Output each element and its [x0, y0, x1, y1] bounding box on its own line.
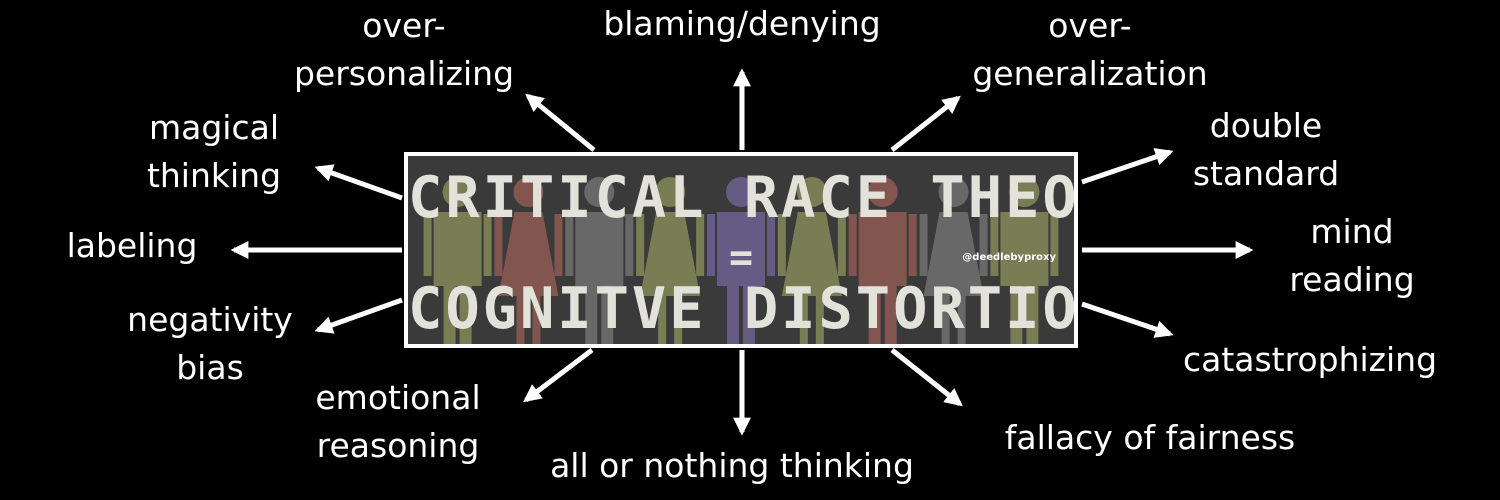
label-line: magical — [148, 108, 280, 147]
label-line: personalizing — [293, 54, 515, 93]
person-figure — [636, 177, 705, 344]
title-bottom-text: COGNITVE DISTORTION — [408, 276, 1078, 342]
author-handle: @deedlebyproxy — [962, 252, 1056, 263]
label-line: reasoning — [316, 426, 480, 465]
label-line: fallacy of fairness — [1004, 418, 1296, 457]
label-catastrophizing: catastrophizing — [1183, 336, 1437, 384]
arrow-over-generalization — [890, 95, 961, 152]
person-figure — [494, 177, 563, 344]
label-line: blaming/denying — [603, 4, 881, 43]
person-figure — [707, 177, 775, 344]
label-line: emotional — [315, 378, 481, 417]
person-figure — [990, 177, 1059, 344]
arrow-magical-thinking — [314, 164, 403, 201]
label-mind-reading: mind reading — [1289, 208, 1414, 304]
arrow-negativity-bias — [314, 297, 403, 334]
arrow-emotional-reasoning — [523, 348, 594, 403]
label-fallacy-of-fairness: fallacy of fairness — [1005, 414, 1295, 462]
label-line: bias — [176, 348, 244, 387]
person-figure — [777, 177, 846, 344]
label-emotional-reasoning: emotional reasoning — [315, 374, 480, 470]
person-figure — [565, 177, 634, 344]
label-line: reading — [1289, 260, 1415, 299]
label-line: standard — [1192, 154, 1340, 193]
label-line: double — [1209, 106, 1323, 145]
label-line: negativity — [127, 300, 293, 339]
title-top-text: CRITICAL RACE THEORY — [408, 165, 1078, 231]
arrow-over-personalizing — [525, 93, 596, 152]
label-line: labeling — [66, 226, 198, 265]
arrow-fallacy-of-fairness — [890, 348, 963, 407]
label-labeling: labeling — [67, 222, 198, 270]
person-figure — [919, 177, 988, 344]
person-figure — [848, 177, 917, 344]
label-negativity-bias: negativity bias — [127, 296, 293, 392]
label-line: over- — [362, 6, 446, 45]
label-all-or-nothing-thinking: all or nothing thinking — [550, 442, 914, 490]
label-line: mind — [1310, 212, 1394, 251]
equals-sign: = — [728, 235, 754, 281]
arrow-catastrophizing — [1081, 301, 1174, 338]
label-blaming-denying: blaming/denying — [603, 0, 880, 48]
label-line: over- — [1048, 6, 1132, 45]
label-magical-thinking: magical thinking — [147, 104, 281, 200]
label-double-standard: double standard — [1193, 102, 1339, 198]
label-over-generalization: over- generalization — [972, 2, 1207, 98]
label-line: generalization — [972, 54, 1208, 93]
arrow-double-standard — [1081, 148, 1174, 185]
person-figure — [423, 177, 492, 344]
label-line: all or nothing thinking — [550, 446, 914, 485]
label-line: catastrophizing — [1182, 340, 1438, 379]
label-over-personalizing: over- personalizing — [294, 2, 514, 98]
label-line: thinking — [146, 156, 282, 195]
people-figures-graphic — [423, 177, 1059, 344]
center-title-box: CRITICAL RACE THEORY = COGNITVE DISTORTI… — [404, 152, 1078, 348]
